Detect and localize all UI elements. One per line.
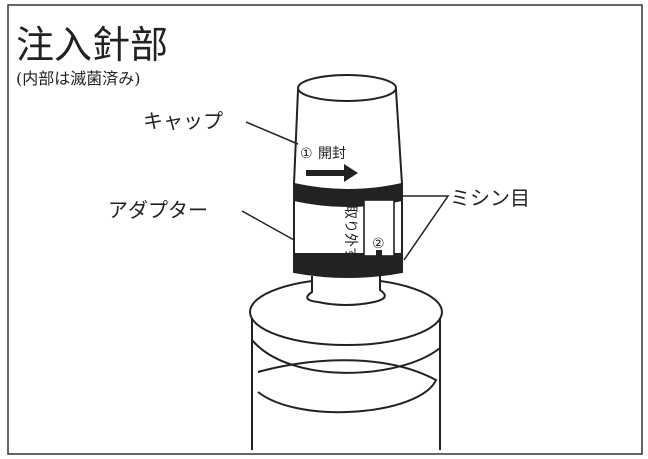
bottle-curve-upper — [251, 339, 441, 374]
step-remove-label: 取り外す — [342, 205, 358, 261]
step-open-number: ① — [300, 146, 313, 162]
perforation-label: ミシン目 — [450, 186, 530, 210]
perforation-strip — [363, 199, 395, 257]
arrow-down-icon — [372, 250, 386, 266]
diagram-title: 注入針部 — [16, 23, 168, 67]
cap-top — [297, 74, 397, 102]
bottle-neck — [306, 276, 386, 306]
cap-illustration — [292, 74, 404, 191]
cap-label: キャップ — [143, 109, 223, 133]
cap-leader-line — [245, 121, 299, 145]
diagram-subtitle: (内部は滅菌済み) — [16, 69, 141, 88]
adapter-leader-line — [241, 210, 295, 241]
perforation-leader-line — [400, 195, 450, 261]
bottle-curve-lower — [257, 359, 438, 414]
adapter-label: アダプター — [108, 198, 208, 222]
step-remove-number: ② — [372, 236, 385, 252]
step-open-label: 開封 — [318, 146, 346, 162]
arrow-right-icon — [306, 164, 358, 182]
